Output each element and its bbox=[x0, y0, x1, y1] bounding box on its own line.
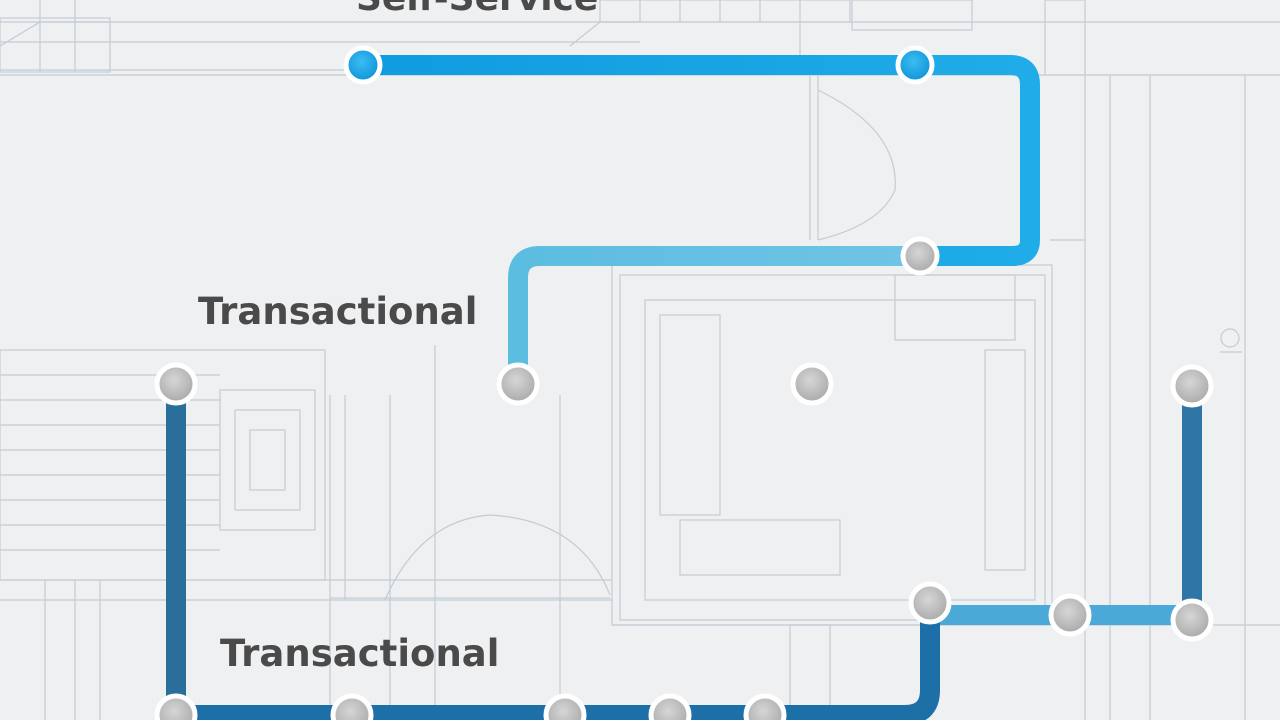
route-nodes bbox=[154, 45, 1214, 720]
route-label-transactional: Transactional bbox=[198, 290, 478, 333]
route-node-icon bbox=[900, 236, 940, 276]
route-transactional-2 bbox=[176, 603, 940, 720]
route-node-icon bbox=[154, 362, 198, 406]
route-label-transactional: Transactional bbox=[220, 632, 500, 675]
route-node-icon bbox=[648, 693, 692, 720]
route-node-icon bbox=[1170, 364, 1214, 408]
route-node-icon bbox=[743, 693, 787, 720]
route-node-icon bbox=[1048, 593, 1092, 637]
route-node-icon bbox=[154, 693, 198, 720]
route-node-icon bbox=[343, 45, 383, 85]
route-node-icon bbox=[330, 693, 374, 720]
route-node-icon bbox=[908, 581, 952, 625]
route-node-icon bbox=[496, 362, 540, 406]
route-node-icon bbox=[1170, 598, 1214, 642]
route-node-icon bbox=[895, 45, 935, 85]
route-self-service bbox=[353, 55, 1040, 266]
route-connector bbox=[508, 246, 930, 394]
route-node-icon bbox=[790, 362, 834, 406]
route-node-icon bbox=[543, 693, 587, 720]
route-label-self-service: Self-Service bbox=[356, 0, 598, 19]
